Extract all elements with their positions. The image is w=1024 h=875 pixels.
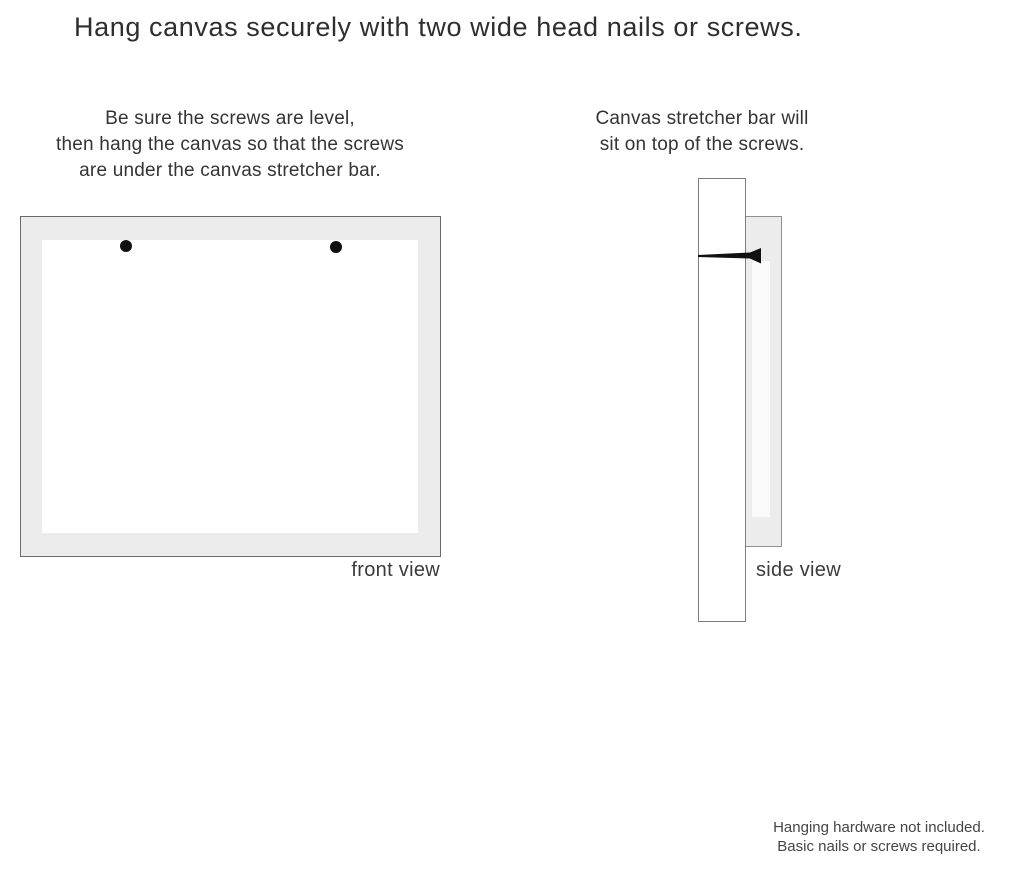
canvas-front-face bbox=[42, 240, 418, 533]
nail-head-left-icon bbox=[120, 240, 132, 252]
nail-side-icon bbox=[698, 248, 761, 264]
front-view-label: front view bbox=[351, 559, 440, 581]
side-view-instructions: Canvas stretcher bar will sit on top of … bbox=[584, 106, 820, 158]
page-title: Hang canvas securely with two wide head … bbox=[74, 12, 803, 42]
footnote-line: Hanging hardware not included. bbox=[773, 819, 985, 836]
side-view-label: side view bbox=[756, 559, 841, 581]
nail-head-right-icon bbox=[330, 241, 342, 253]
canvas-side-inner-face bbox=[752, 261, 770, 517]
wall-stretcher-bar bbox=[698, 178, 746, 622]
instruction-line: Canvas stretcher bar will bbox=[595, 108, 809, 129]
instruction-line: are under the canvas stretcher bar. bbox=[79, 160, 381, 181]
hardware-footnote: Hanging hardware not included. Basic nai… bbox=[749, 818, 1009, 856]
front-view-diagram bbox=[20, 216, 441, 557]
instruction-line: Be sure the screws are level, bbox=[105, 108, 355, 129]
front-view-instructions: Be sure the screws are level, then hang … bbox=[10, 106, 450, 184]
instruction-line: sit on top of the screws. bbox=[599, 134, 805, 155]
footnote-line: Basic nails or screws required. bbox=[777, 838, 981, 855]
instruction-line: then hang the canvas so that the screws bbox=[56, 134, 404, 155]
canvas-side-profile bbox=[744, 216, 782, 547]
